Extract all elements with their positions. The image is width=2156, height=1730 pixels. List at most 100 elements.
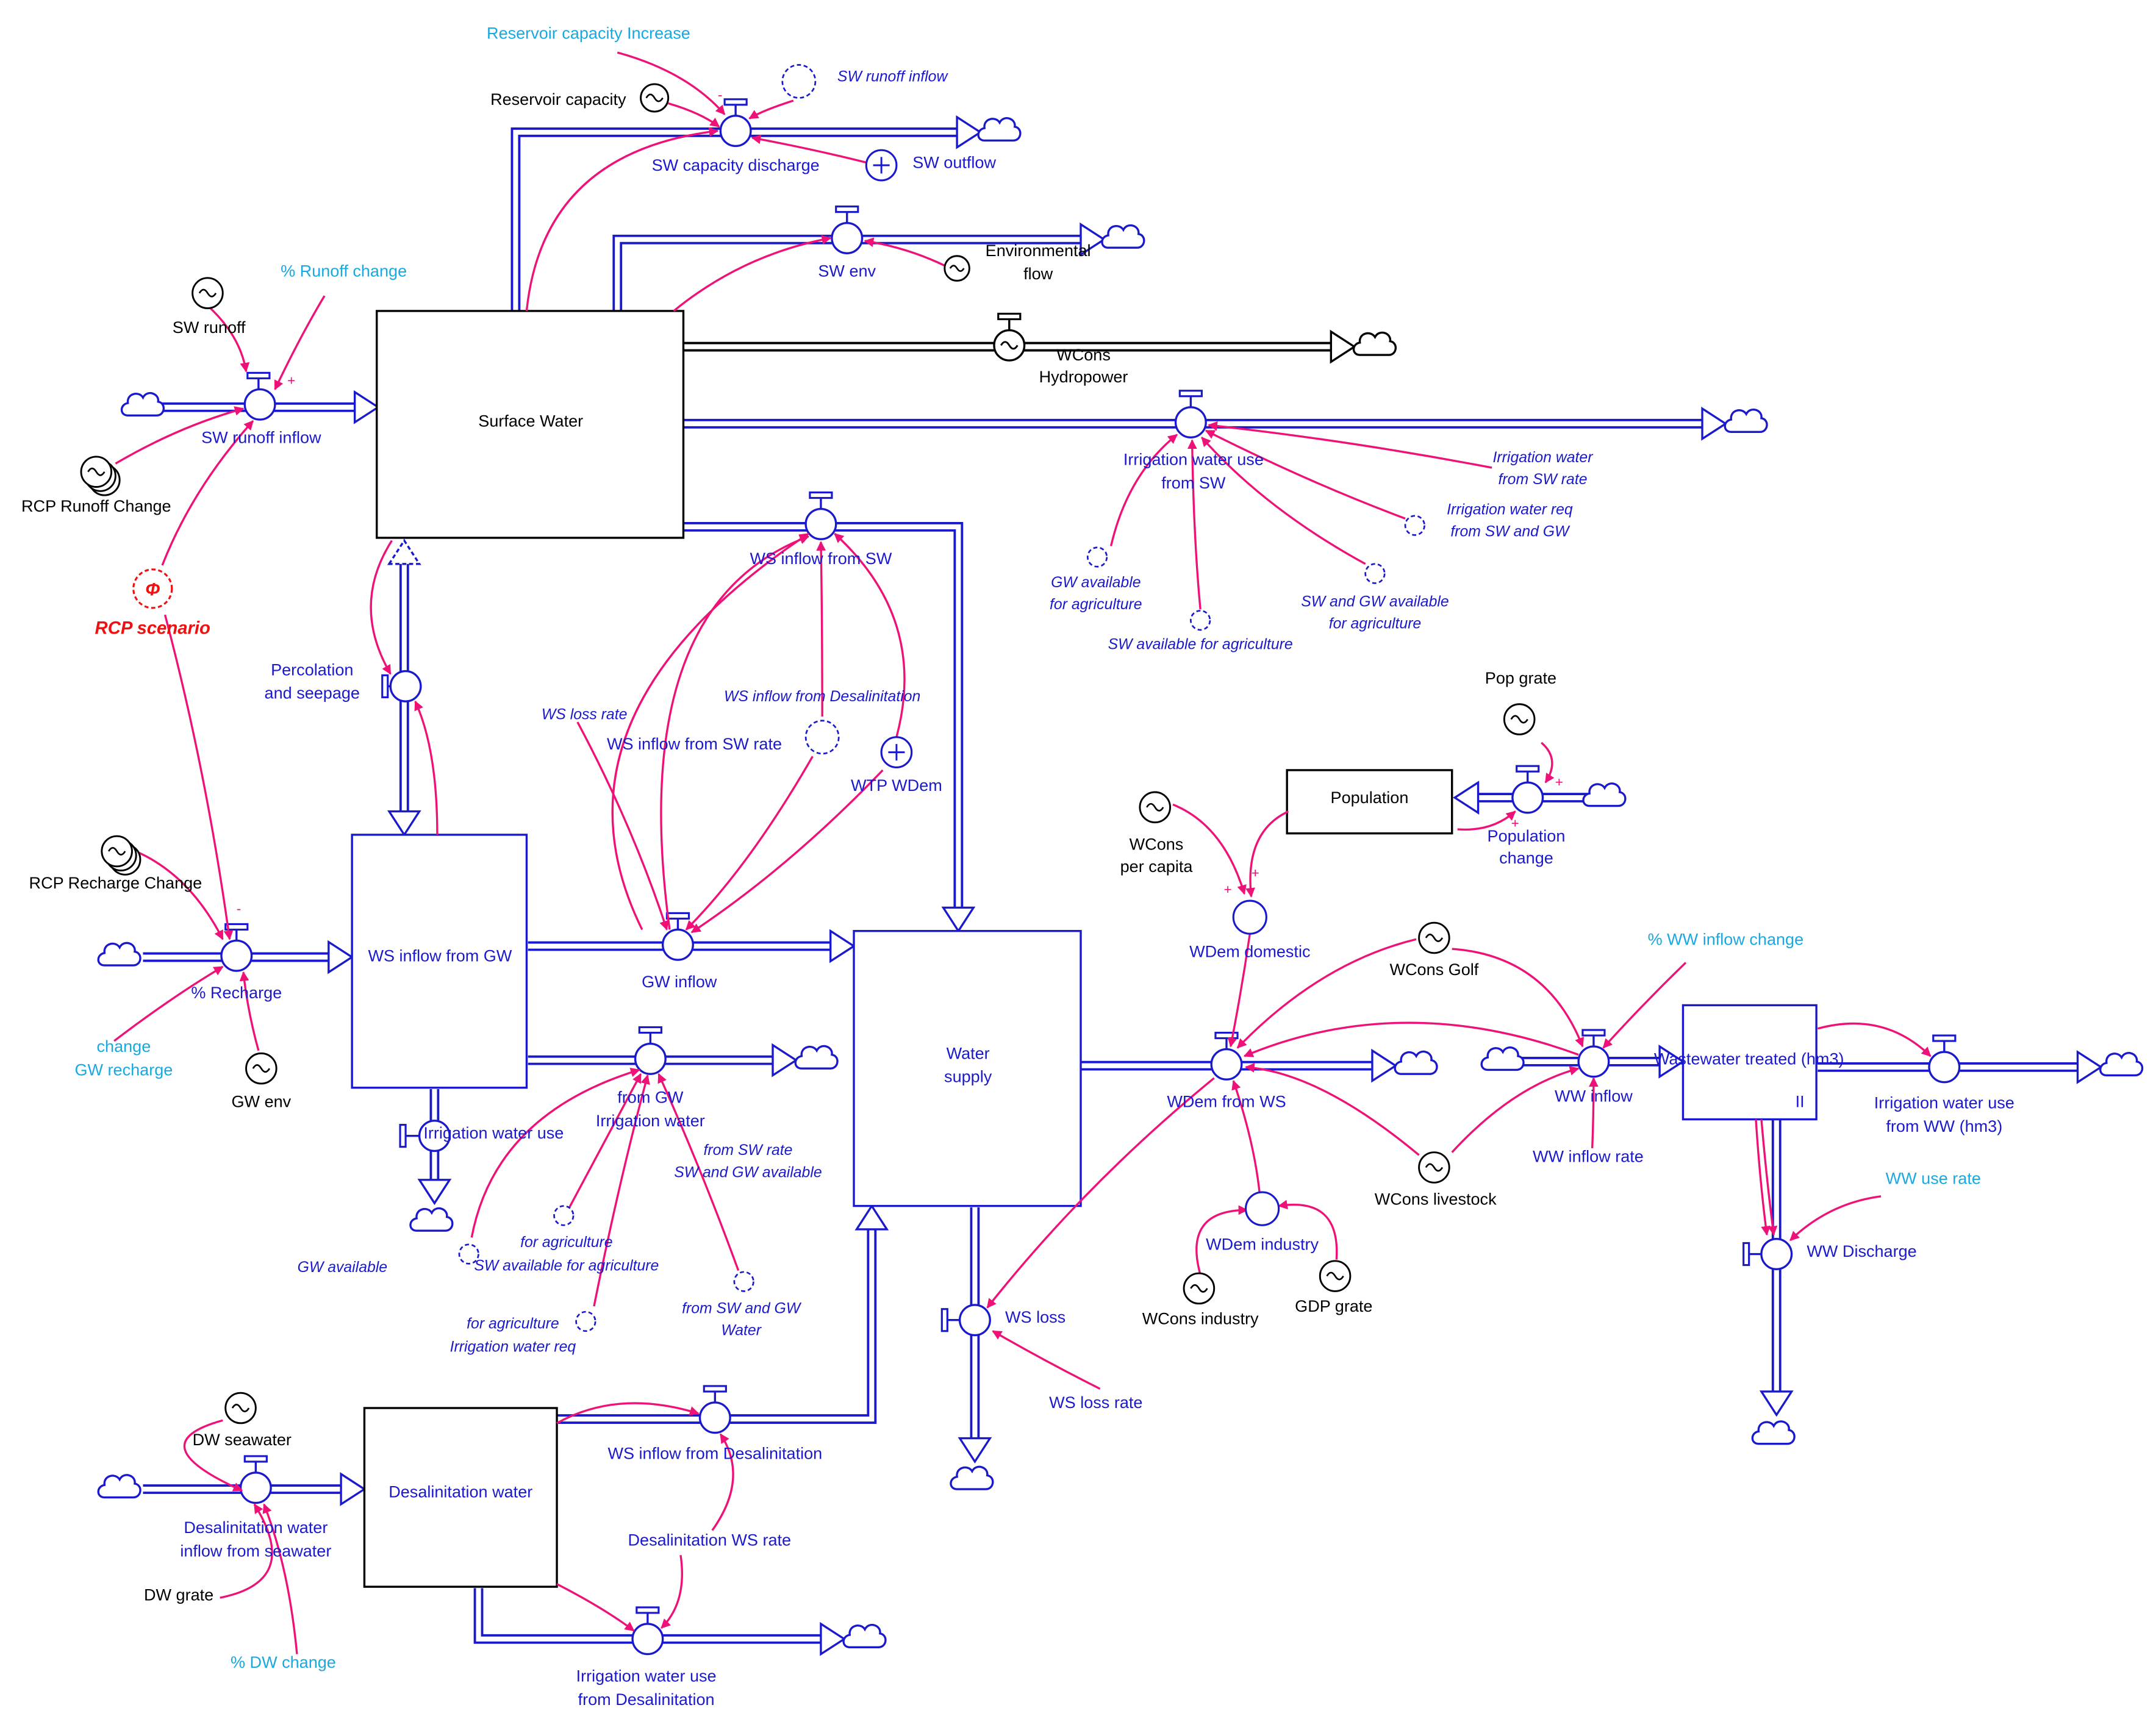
valve-percolation[interactable] (381, 670, 422, 702)
valve-ws-inflow-gw[interactable] (661, 912, 694, 961)
label-ws-inflow-gw: GW inflow (642, 973, 717, 991)
lookup-wcons-livestock[interactable] (1418, 1151, 1450, 1184)
label-irrigation-sw-rate-1: Irrigation water (1493, 449, 1594, 466)
stock-water-supply[interactable] (853, 930, 1082, 1207)
label-environmental-flow-1: Environmental (986, 241, 1091, 260)
label-sw-gw-available-1: SW and GW available (1301, 594, 1449, 610)
cloud-wdem-sink (1394, 1050, 1438, 1075)
stock-population[interactable] (1286, 769, 1453, 835)
lookup-wcons-golf[interactable] (1418, 921, 1450, 954)
label-wcons-per-capita-2: per capita (1120, 857, 1194, 876)
aux-wdem-domestic[interactable] (1232, 899, 1267, 935)
label-rcp-runoff-change: RCP Runoff Change (21, 497, 171, 515)
aux-sw-gw-available-agriculture-b[interactable] (553, 1205, 575, 1226)
aux-sw-outflow[interactable] (865, 149, 898, 182)
label-reservoir-capacity: Reservoir capacity (490, 90, 626, 109)
label-sw-gw-available-b-1: for agriculture (520, 1234, 613, 1251)
label-wcons-hydropower-1: WCons (1056, 346, 1111, 364)
stock-groundwater[interactable] (351, 834, 528, 1089)
label-sw-env: SW env (818, 262, 876, 281)
valve-wcons-hydropower[interactable] (993, 312, 1026, 362)
label-wcons-hydropower-2: Hydropower (1039, 368, 1128, 386)
label-ww-inflow-change: % WW inflow change (1648, 930, 1804, 948)
aux-gw-available-agriculture-b[interactable] (575, 1310, 596, 1332)
label-wcons-industry: WCons industry (1142, 1309, 1259, 1328)
valve-sw-capacity-discharge[interactable] (719, 98, 752, 148)
scenario-rcp[interactable]: Φ (132, 568, 173, 609)
label-sw-runoff-inflow: SW runoff inflow (201, 428, 321, 446)
lookup-gw-recharge[interactable] (245, 1052, 278, 1085)
valve-irrigation-gw[interactable] (634, 1026, 667, 1075)
cloud-irrigation-desal-sink (842, 1623, 887, 1648)
label-gw-available-b-2: Irrigation water req (450, 1339, 576, 1356)
label-ws-inflow-desal-shadow: WS inflow from Desalinitation (724, 688, 920, 705)
label-gw-available-b-1: for agriculture (467, 1315, 559, 1332)
label-sw-gw-available-b-2: SW available for agriculture (474, 1258, 659, 1274)
cloud-irrigation-ww-sink (2099, 1052, 2144, 1077)
stock-desalinitation-water[interactable] (363, 1407, 558, 1588)
valve-wdem-from-ws[interactable] (1210, 1031, 1243, 1081)
label-runoff-change: % Runoff change (281, 262, 407, 281)
label-ws-loss: WS loss (1005, 1308, 1065, 1326)
valve-ww-inflow[interactable] (1577, 1029, 1610, 1078)
stock-surface-water[interactable] (376, 310, 685, 539)
shadow-ws-inflow-desal[interactable] (804, 720, 840, 755)
valve-sw-env[interactable] (831, 206, 864, 254)
auxiliaries: Φ (80, 64, 1536, 1424)
label-rcp-recharge-change: RCP Recharge Change (29, 874, 202, 892)
shadow-sw-runoff-inflow[interactable] (781, 64, 817, 99)
aux-wtp-wdem[interactable] (880, 736, 913, 769)
lookup-wcons-industry[interactable] (1183, 1272, 1216, 1305)
lookup-gdp-grate[interactable] (1319, 1260, 1352, 1292)
lookup-dw-seawater[interactable] (224, 1392, 257, 1424)
lookup-reservoir-capacity[interactable] (640, 83, 670, 113)
label-sw-available-b: GW available (298, 1259, 387, 1276)
valve-population-change[interactable] (1511, 765, 1544, 814)
label-wcons-per-capita-1: WCons (1130, 835, 1184, 854)
label-sw-runoff-inflow-shadow: SW runoff inflow (837, 68, 949, 85)
label-wdem-industry: WDem industry (1206, 1235, 1319, 1254)
stock-surface-water-label: Surface Water (478, 412, 583, 430)
stock-groundwater-label: WS inflow from GW (368, 946, 512, 965)
aux-irrigation-water-req[interactable] (1404, 515, 1425, 536)
valve-ws-inflow-desal[interactable] (698, 1385, 731, 1434)
stock-wastewater-treated[interactable] (1681, 1004, 1818, 1121)
label-reservoir-capacity-increase: Reservoir capacity Increase (487, 24, 690, 43)
label-percolation-2: and seepage (265, 684, 360, 702)
label-wcons-golf: WCons Golf (1390, 960, 1479, 979)
aux-irrigation-water-req-b[interactable] (733, 1271, 754, 1292)
lookup-environmental-flow[interactable] (944, 255, 970, 282)
sign-plus-pop-change: + (1511, 816, 1519, 831)
label-desal-inflow-2: inflow from seawater (180, 1542, 331, 1560)
valve-irrigation-sw[interactable] (1174, 390, 1207, 439)
label-ws-inflow-desal: WS inflow from Desalinitation (607, 1444, 822, 1462)
valve-desal-inflow[interactable] (239, 1455, 272, 1504)
valve-gw-inflow[interactable] (220, 923, 253, 972)
lookup-wcons-per-capita[interactable] (1139, 791, 1172, 824)
label-desal-ws-rate: Desalinitation WS rate (628, 1531, 792, 1549)
aux-sw-available-agriculture-b[interactable] (458, 1243, 479, 1265)
valve-gw-env[interactable] (399, 1120, 451, 1153)
cloud-ww-discharge-sink (1751, 1420, 1796, 1445)
lookup-rcp-runoff-change[interactable] (80, 456, 121, 496)
label-gw-recharge: GW env (231, 1092, 291, 1110)
aux-sw-available-agriculture[interactable] (1190, 610, 1211, 631)
aux-sw-gw-available-agriculture[interactable] (1364, 563, 1386, 584)
lookup-pop-grate[interactable] (1503, 703, 1536, 735)
valve-ws-inflow-sw[interactable] (804, 491, 837, 540)
cloud-sw-env-sink (1101, 224, 1145, 249)
aux-wdem-industry[interactable] (1244, 1191, 1280, 1226)
aux-gw-available-agriculture[interactable] (1086, 546, 1108, 568)
valve-sw-runoff-inflow[interactable] (243, 371, 276, 421)
label-gdp-grate: GDP grate (1295, 1297, 1372, 1315)
lookup-rcp-recharge-change[interactable] (101, 835, 141, 876)
label-sw-available: SW available for agriculture (1108, 637, 1293, 653)
sign-minus-sw-capacity: - (718, 87, 723, 102)
valve-irrigation-desal[interactable] (631, 1606, 664, 1656)
valve-ww-discharge[interactable] (1742, 1238, 1793, 1271)
valve-irrigation-ww[interactable] (1928, 1034, 1961, 1084)
cloud-population-source (1582, 782, 1627, 807)
cloud-sw-runoff-source (120, 391, 165, 416)
valve-ws-loss[interactable] (940, 1304, 991, 1337)
lookup-sw-runoff[interactable] (192, 277, 224, 309)
